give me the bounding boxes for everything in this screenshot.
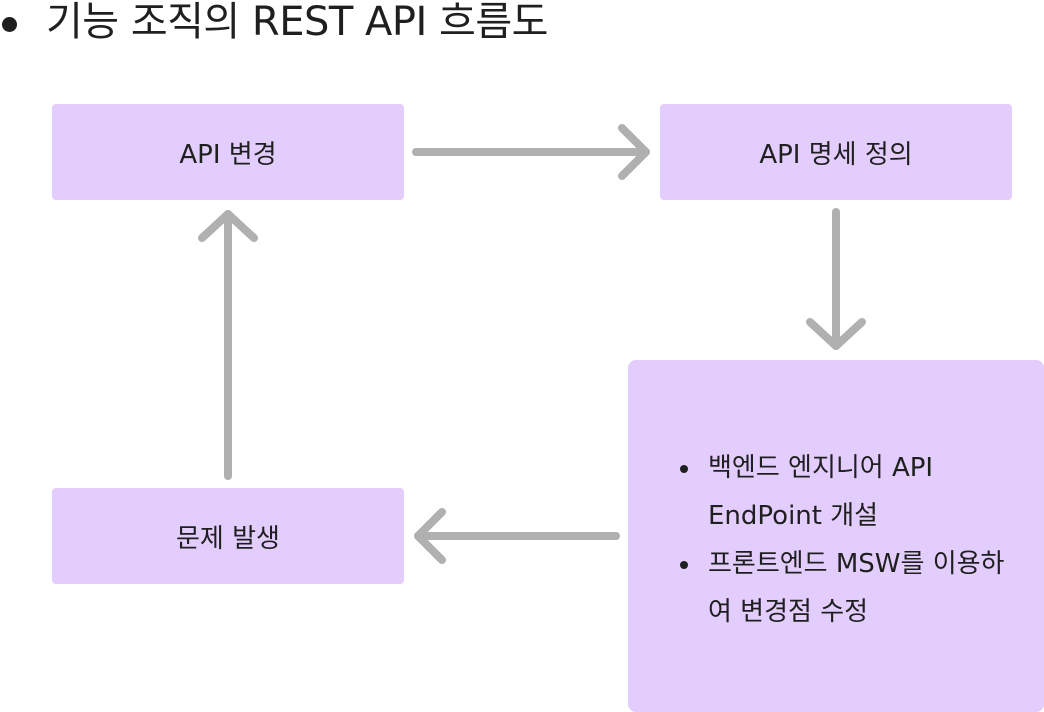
box-api-spec: API 명세 정의 (660, 104, 1012, 200)
arrow-problem-to-change (198, 210, 258, 480)
list-item-text: 백엔드 엔지니어 API EndPoint 개설 (708, 453, 934, 531)
list-item: 백엔드 엔지니어 API EndPoint 개설 (676, 444, 1016, 540)
list-item: 프론트엔드 MSW를 이용하여 변경점 수정 (676, 540, 1016, 636)
page-title: 기능 조직의 REST API 흐름도 (46, 0, 548, 45)
bullet-icon (680, 465, 688, 473)
title-bullet (2, 17, 17, 32)
arrow-spec-to-impl (806, 208, 866, 350)
arrow-impl-to-problem (414, 508, 620, 564)
box-api-change-label: API 변경 (179, 139, 277, 170)
box-problem: 문제 발생 (52, 488, 404, 584)
implementation-list: 백엔드 엔지니어 API EndPoint 개설 프론트엔드 MSW를 이용하여… (676, 444, 1016, 636)
list-item-text: 프론트엔드 MSW를 이용하여 변경점 수정 (708, 549, 1005, 627)
box-api-spec-label: API 명세 정의 (759, 139, 913, 170)
box-implementation: 백엔드 엔지니어 API EndPoint 개설 프론트엔드 MSW를 이용하여… (628, 360, 1044, 712)
box-api-change: API 변경 (52, 104, 404, 200)
box-problem-label: 문제 발생 (176, 523, 280, 554)
arrow-change-to-spec (412, 124, 650, 180)
bullet-icon (680, 561, 688, 569)
